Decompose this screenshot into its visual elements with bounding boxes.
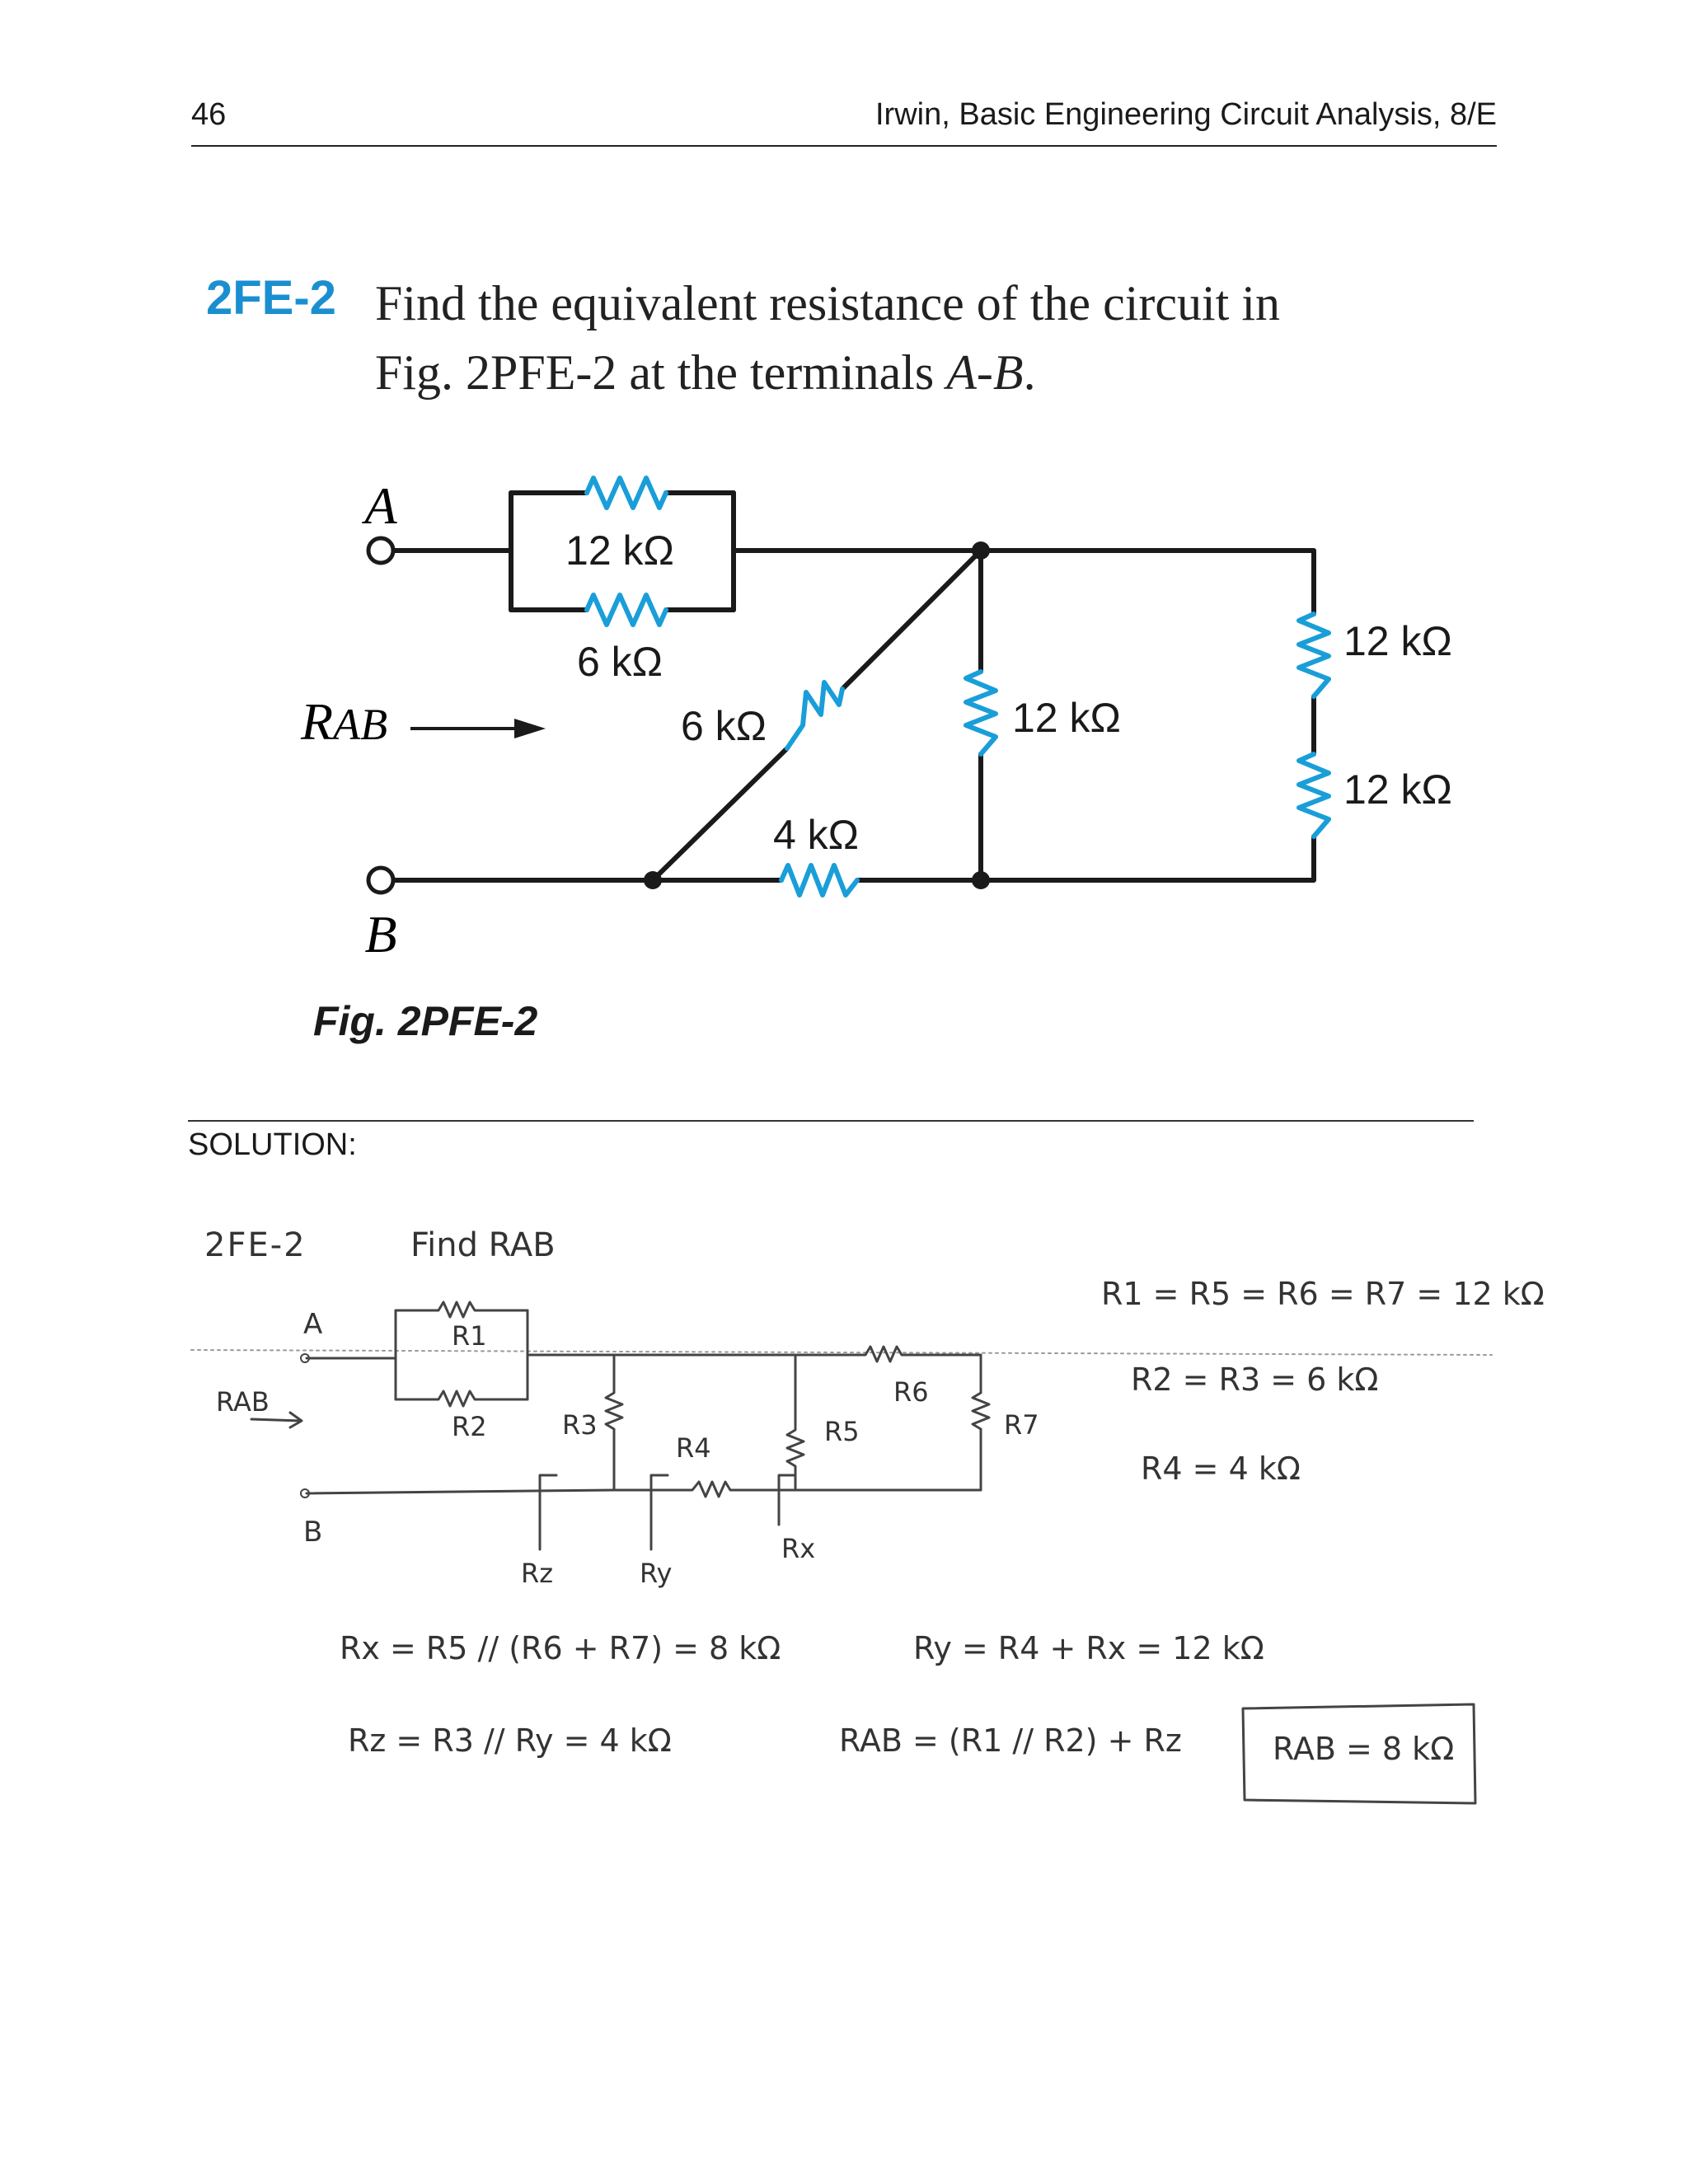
problem-line-2-prefix: Fig. 2PFE-2 at the terminals bbox=[375, 345, 947, 400]
sketch-label-rz: Rz bbox=[521, 1558, 553, 1589]
label-r-diagonal: 6 kΩ bbox=[681, 703, 767, 749]
solution-label: SOLUTION: bbox=[188, 1127, 357, 1162]
equation-rx: Rx = R5 // (R6 + R7) = 8 kΩ bbox=[340, 1630, 781, 1666]
label-r-top: 12 kΩ bbox=[565, 527, 674, 574]
sketch-bottom-rail-r4 bbox=[305, 1480, 982, 1498]
problem-line-1: Find the equivalent resistance of the ci… bbox=[375, 276, 1280, 330]
sketch-r2 bbox=[394, 1390, 529, 1408]
label-r-right-top: 12 kΩ bbox=[1343, 618, 1452, 664]
sketch-terminal-a bbox=[300, 1353, 310, 1363]
wires bbox=[388, 490, 1316, 883]
given-line-3: R4 = 4 kΩ bbox=[1141, 1451, 1301, 1487]
solution-heading-text: Find RAB bbox=[410, 1226, 556, 1264]
sketch-ry-pointer bbox=[649, 1474, 669, 1551]
solution-heading-id: 2FE-2 bbox=[204, 1226, 307, 1264]
rab-sub: AB bbox=[331, 700, 387, 749]
sketch-guide-line bbox=[190, 1349, 1493, 1356]
terminal-a-label: A bbox=[361, 476, 397, 535]
resistor-12k-right-top bbox=[1296, 612, 1331, 699]
sketch-r7 bbox=[971, 1353, 991, 1492]
problem-id: 2FE-2 bbox=[206, 271, 336, 325]
wire-diagonal bbox=[650, 548, 983, 883]
resistor-4k-bottom bbox=[779, 863, 860, 898]
sketch-label-a: A bbox=[303, 1308, 322, 1341]
sketch-r3 bbox=[604, 1353, 624, 1492]
solution-rule bbox=[188, 1120, 1474, 1122]
sketch-label-r2: R2 bbox=[452, 1411, 487, 1442]
terminal-b bbox=[366, 865, 396, 895]
node-top bbox=[972, 541, 990, 560]
label-r-vertical: 12 kΩ bbox=[1012, 695, 1121, 741]
sketch-label-r4: R4 bbox=[676, 1432, 711, 1464]
problem-line-2: Fig. 2PFE-2 at the terminals A-B. bbox=[375, 338, 1280, 407]
wire-right-bottom bbox=[978, 834, 1316, 883]
label-r-parallel: 6 kΩ bbox=[577, 639, 663, 685]
sketch-rab-arrow bbox=[250, 1411, 303, 1429]
book-title: Irwin, Basic Engineering Circuit Analysi… bbox=[875, 97, 1497, 132]
node-bottom-left bbox=[644, 871, 662, 889]
given-line-2: R2 = R3 = 6 kΩ bbox=[1131, 1361, 1379, 1398]
sketch-label-rx: Rx bbox=[781, 1533, 815, 1564]
label-r-right-bottom: 12 kΩ bbox=[1343, 766, 1452, 813]
sketch-label-r3: R3 bbox=[562, 1409, 598, 1441]
rab-label: RAB bbox=[300, 692, 387, 751]
terminal-a bbox=[366, 536, 396, 565]
rab-r: R bbox=[300, 692, 333, 751]
sketch-label-r7: R7 bbox=[1004, 1409, 1039, 1441]
sketch-label-b: B bbox=[303, 1516, 322, 1549]
sketch-top-rail-r6 bbox=[526, 1345, 982, 1363]
page-number: 46 bbox=[191, 97, 227, 132]
sketch-r1 bbox=[394, 1301, 529, 1319]
sketch-label-ry: Ry bbox=[640, 1558, 672, 1589]
terminal-b-label: B bbox=[364, 905, 396, 963]
wire-top-rail bbox=[731, 548, 1316, 616]
answer-box bbox=[1241, 1703, 1477, 1805]
resistor-12k-top bbox=[584, 476, 668, 510]
figure-caption: Fig. 2PFE-2 bbox=[313, 998, 538, 1044]
node-bottom-right bbox=[972, 871, 990, 889]
resistor-6k-diagonal bbox=[785, 680, 845, 751]
rab-arrow-head bbox=[514, 719, 546, 738]
header-rule bbox=[191, 145, 1497, 147]
label-r-bottom: 4 kΩ bbox=[773, 812, 859, 858]
given-line-1: R1 = R5 = R6 = R7 = 12 kΩ bbox=[1101, 1276, 1545, 1312]
sketch-rz-pointer bbox=[538, 1474, 558, 1551]
sketch-rx-pointer bbox=[777, 1474, 797, 1526]
sketch-label-r6: R6 bbox=[893, 1376, 929, 1408]
resistor-12k-vertical bbox=[964, 669, 998, 757]
resistor-12k-right-bottom bbox=[1296, 752, 1331, 839]
sketch-label-rab: RAB bbox=[216, 1386, 270, 1418]
answer-text: RAB = 8 kΩ bbox=[1273, 1731, 1455, 1767]
problem-line-2-suffix: . bbox=[1023, 345, 1036, 400]
resistor-6k-parallel bbox=[584, 593, 668, 627]
equation-rz: Rz = R3 // Ry = 4 kΩ bbox=[348, 1722, 672, 1759]
sketch-label-r1: R1 bbox=[452, 1320, 487, 1352]
solution-sketch: A B RAB R1 R2 R3 R4 R5 R6 R7 Rz Ry Rx bbox=[190, 1301, 1493, 1805]
problem-text: Find the equivalent resistance of the ci… bbox=[375, 269, 1280, 407]
sketch-label-r5: R5 bbox=[824, 1416, 860, 1447]
sketch-terminal-b bbox=[300, 1488, 310, 1498]
problem-terminals: A-B bbox=[946, 345, 1024, 400]
sketch-r5 bbox=[785, 1353, 805, 1492]
equation-rab: RAB = (R1 // R2) + Rz bbox=[839, 1722, 1182, 1759]
equation-ry: Ry = R4 + Rx = 12 kΩ bbox=[913, 1630, 1264, 1666]
